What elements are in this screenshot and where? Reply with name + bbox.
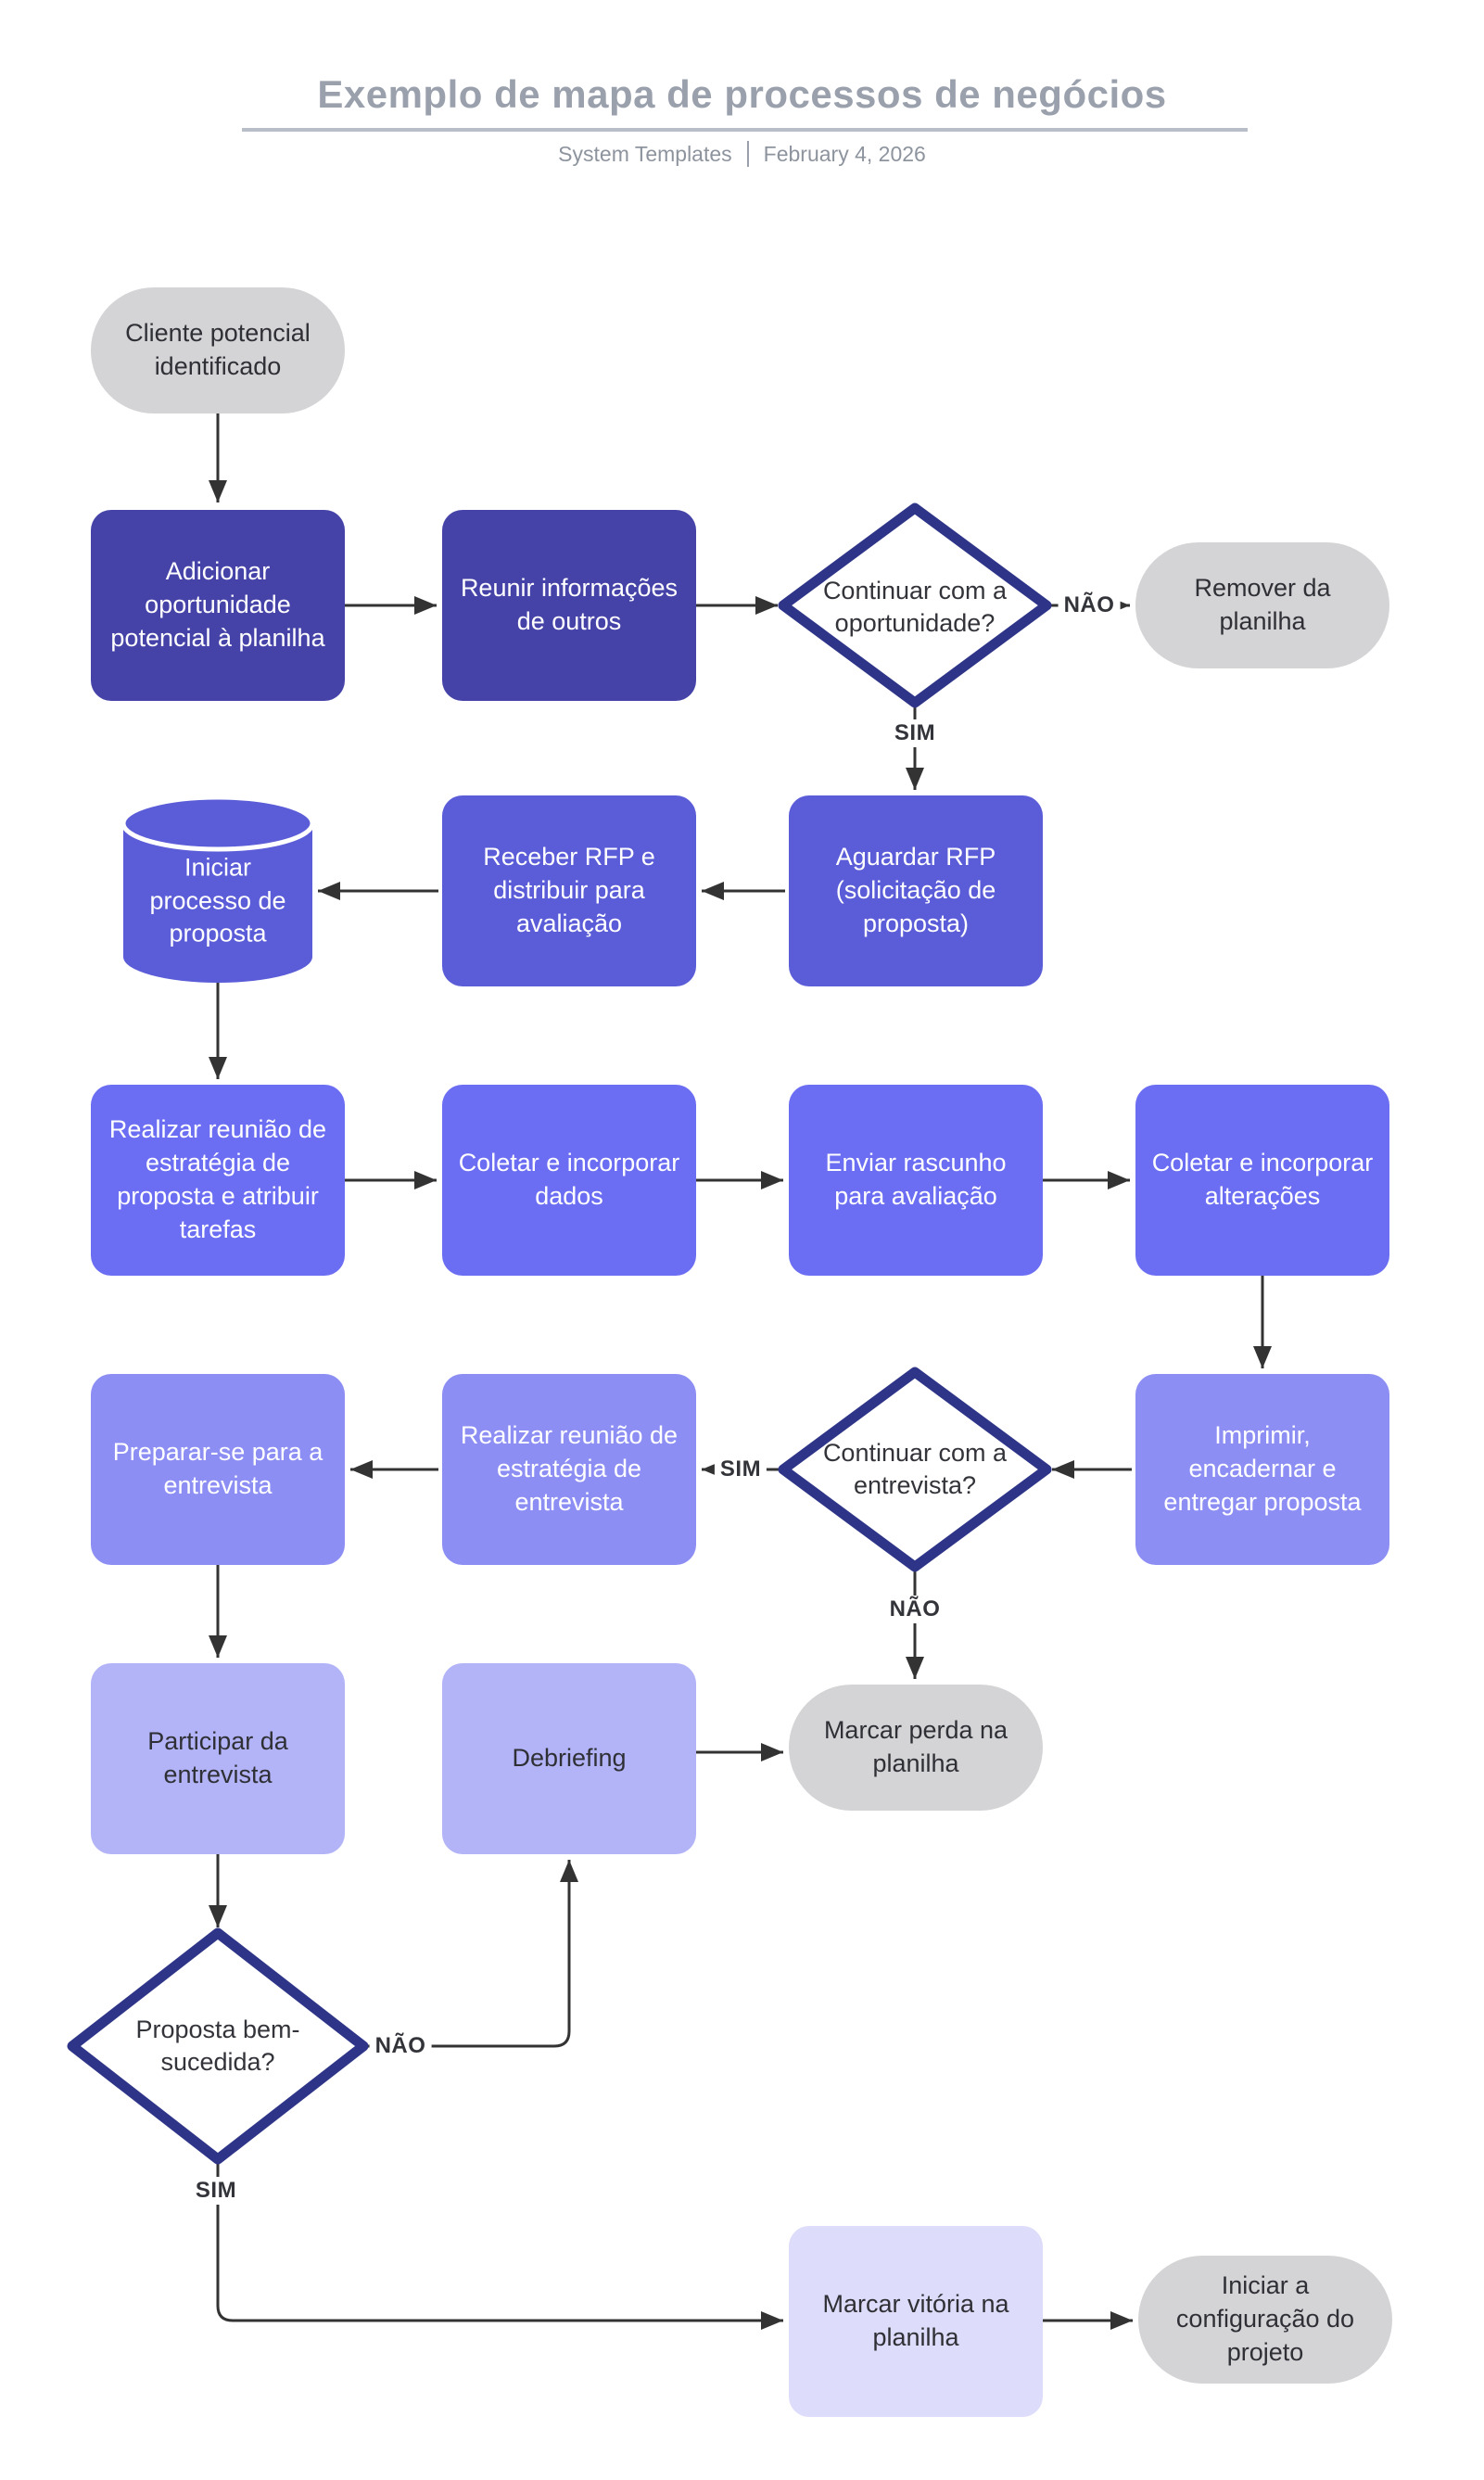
node-debriefing: Debriefing	[442, 1663, 696, 1854]
node-label: Participar da entrevista	[147, 1727, 288, 1788]
node-label: Remover da planilha	[1194, 574, 1331, 635]
edge-label-no-3: NÃO	[369, 2032, 432, 2060]
node-label: Imprimir, encadernar e entregar proposta	[1163, 1421, 1362, 1516]
edge-label-no-1: NÃO	[1058, 591, 1121, 619]
node-label: Coletar e incorporar alterações	[1151, 1149, 1374, 1210]
edge-label-yes-3: SIM	[189, 2177, 243, 2205]
node-label: Enviar rascunho para avaliação	[825, 1149, 1007, 1210]
edge-label-no-2: NÃO	[883, 1596, 946, 1623]
node-label: Receber RFP e distribuir para avaliação	[483, 843, 655, 937]
decision-diamonds-group	[67, 502, 1052, 2165]
node-label: Aguardar RFP (solicitação de proposta)	[835, 843, 996, 937]
node-project-setup: Iniciar a configuração do projeto	[1138, 2256, 1392, 2384]
node-collect-data: Coletar e incorporar dados	[442, 1085, 696, 1276]
node-attend-interview: Participar da entrevista	[91, 1663, 345, 1854]
node-label: Coletar e incorporar dados	[458, 1149, 680, 1210]
node-collect-changes: Coletar e incorporar alterações	[1135, 1085, 1389, 1276]
edge-label-yes-2: SIM	[714, 1456, 767, 1483]
node-label: Iniciar a configuração do projeto	[1175, 2271, 1355, 2366]
title-underline	[242, 128, 1248, 132]
node-label: Realizar reunião de estratégia de entrev…	[460, 1421, 679, 1516]
node-start-proposal-process: Iniciar processo de proposta	[149, 853, 286, 947]
decision-proposal-success-shape	[67, 1927, 369, 2165]
node-label: Reunir informações de outros	[460, 574, 679, 635]
edge-label-yes-1: SIM	[888, 719, 942, 747]
node-mark-win: Marcar vitória na planilha	[789, 2226, 1043, 2417]
database-cylinder-shape	[120, 795, 315, 983]
node-proposal-strategy-meeting: Realizar reunião de estratégia de propos…	[91, 1085, 345, 1276]
subtitle: System Templates February 4, 2026	[0, 141, 1484, 167]
subtitle-date: February 4, 2026	[763, 141, 926, 166]
node-prepare-interview: Preparar-se para a entrevista	[91, 1374, 345, 1565]
subtitle-divider	[746, 141, 749, 167]
decision-continue-opportunity-shape	[778, 502, 1052, 708]
node-interview-strategy: Realizar reunião de estratégia de entrev…	[442, 1374, 696, 1565]
node-mark-loss: Marcar perda na planilha	[789, 1685, 1043, 1811]
node-start-terminal: Cliente potencial identificado	[91, 287, 345, 413]
decision-continue-interview-shape	[778, 1367, 1052, 1572]
node-add-opportunity: Adicionar oportunidade potencial à plani…	[91, 510, 345, 701]
node-gather-info: Reunir informações de outros	[442, 510, 696, 701]
node-send-draft: Enviar rascunho para avaliação	[789, 1085, 1043, 1276]
decision-proposal-success-label: Proposta bem-sucedida?	[135, 2015, 300, 2076]
decision-continue-opportunity-label: Continuar com a oportunidade?	[822, 576, 1008, 637]
node-label: Marcar perda na planilha	[823, 1716, 1008, 1777]
node-label: Cliente potencial identificado	[125, 319, 311, 380]
node-wait-rfp: Aguardar RFP (solicitação de proposta)	[789, 795, 1043, 986]
node-print-bind-deliver: Imprimir, encadernar e entregar proposta	[1135, 1374, 1389, 1565]
node-label: Marcar vitória na planilha	[822, 2290, 1009, 2351]
node-receive-rfp: Receber RFP e distribuir para avaliação	[442, 795, 696, 986]
node-label: Preparar-se para a entrevista	[112, 1438, 323, 1499]
node-remove-from-sheet: Remover da planilha	[1135, 542, 1389, 668]
decision-continue-interview-label: Continuar com a entrevista?	[822, 1438, 1008, 1499]
page-title: Exemplo de mapa de processos de negócios	[317, 72, 1167, 116]
node-label: Debriefing	[512, 1744, 627, 1773]
node-label: Adicionar oportunidade potencial à plani…	[110, 557, 325, 652]
subtitle-author: System Templates	[558, 141, 732, 166]
node-label: Realizar reunião de estratégia de propos…	[108, 1115, 327, 1243]
